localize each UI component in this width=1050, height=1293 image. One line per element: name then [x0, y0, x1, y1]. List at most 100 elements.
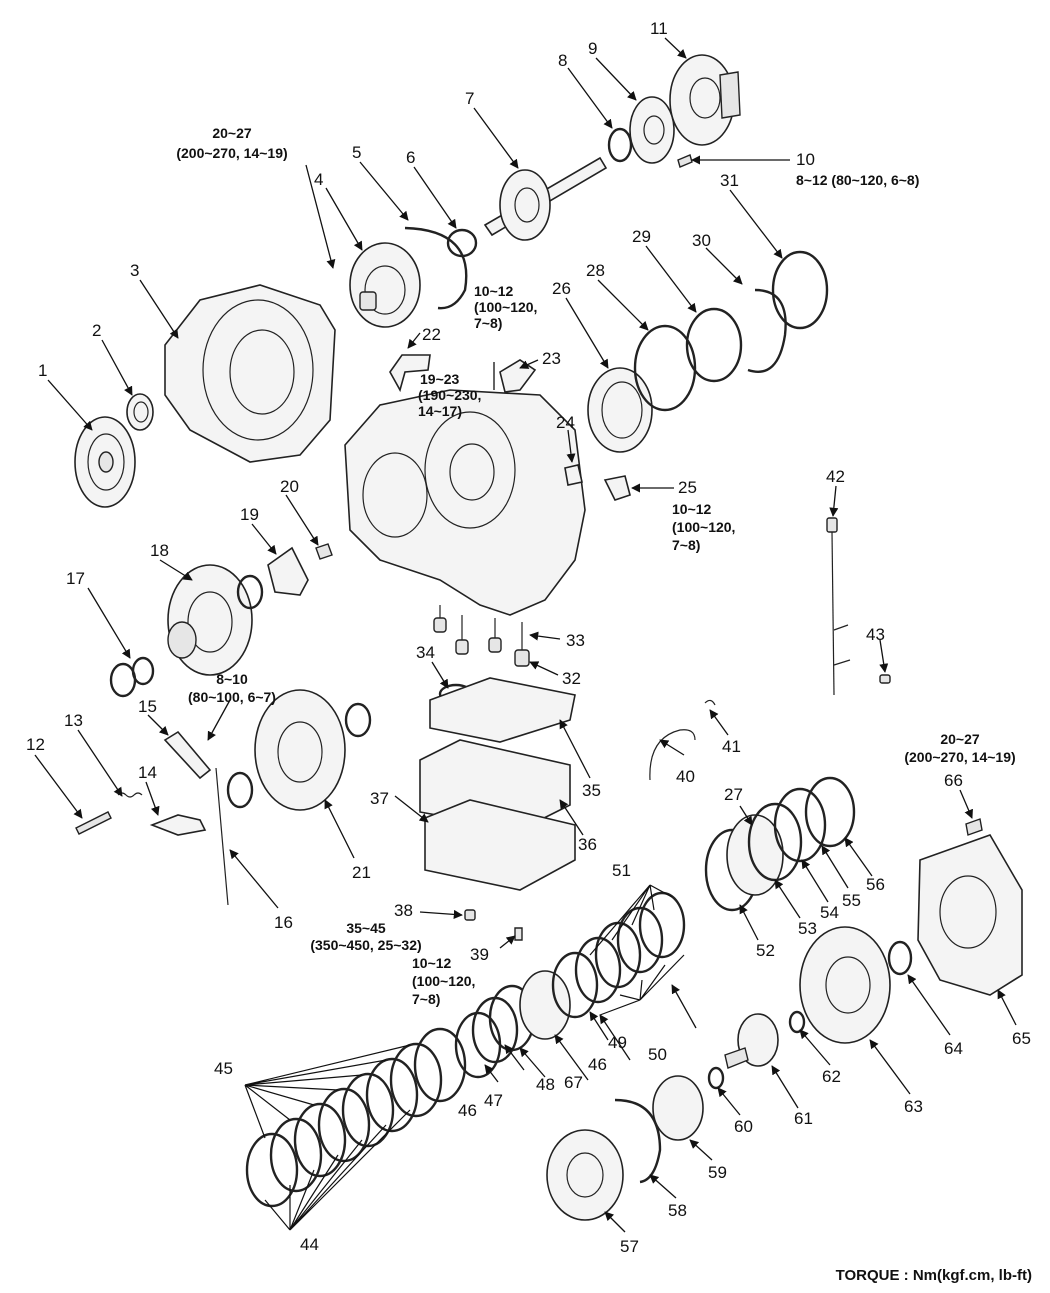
- label-58: 58: [668, 1201, 687, 1220]
- label-52: 52: [756, 941, 775, 960]
- part-32-33-drawing: [433, 605, 530, 667]
- label-40: 40: [676, 767, 695, 786]
- part-58-drawing: [614, 1098, 662, 1184]
- torque-units-footer: TORQUE : Nm(kgf.cm, lb-ft): [836, 1267, 1032, 1284]
- label-16: 16: [274, 913, 293, 932]
- label-6: 6: [406, 148, 415, 167]
- torque-10: 8~12 (80~120, 6~8): [796, 172, 919, 188]
- label-22: 22: [422, 325, 441, 344]
- part-10-drawing: [677, 154, 693, 168]
- part-63-drawing: [799, 926, 891, 1044]
- label-29: 29: [632, 227, 651, 246]
- label-57: 57: [620, 1237, 639, 1256]
- label-48: 48: [536, 1075, 555, 1094]
- part-35-drawing: [429, 677, 576, 743]
- label-62: 62: [822, 1067, 841, 1086]
- label-45: 45: [214, 1059, 233, 1078]
- label-17: 17: [66, 569, 85, 588]
- torque-15-line1: 8~10: [216, 671, 248, 687]
- torque-39-line3: 7~8): [412, 991, 440, 1007]
- torque-38-line2: (350~450, 25~32): [310, 937, 421, 953]
- label-51: 51: [612, 861, 631, 880]
- label-2: 2: [92, 321, 101, 340]
- part-20-drawing: [315, 543, 333, 560]
- label-14: 14: [138, 763, 157, 782]
- label-46-upper: 46: [588, 1055, 607, 1074]
- label-20: 20: [280, 477, 299, 496]
- torque-23-line1: 19~23: [420, 371, 460, 387]
- part-8-drawing: [607, 127, 633, 163]
- label-8: 8: [558, 51, 567, 70]
- part-number-labels: 1 2 3 4 5 6 7 8 9 10 11 12 13 14 15 16 1…: [26, 19, 1031, 1256]
- torque-66-line2: (200~270, 14~19): [904, 749, 1015, 765]
- part-42-drawing: [826, 517, 851, 696]
- label-19: 19: [240, 505, 259, 524]
- part-60-drawing: [707, 1066, 725, 1090]
- label-54: 54: [820, 903, 839, 922]
- torque-23-line3: 14~17): [418, 403, 462, 419]
- part-24-drawing: [564, 464, 583, 486]
- torque-5-line2: (100~120,: [474, 299, 537, 315]
- label-66: 66: [944, 771, 963, 790]
- label-35: 35: [582, 781, 601, 800]
- label-4: 4: [314, 170, 323, 189]
- label-9: 9: [588, 39, 597, 58]
- torque-specs: 20~27 (200~270, 14~19) 10~12 (100~120, 7…: [176, 125, 1015, 1007]
- part-25-drawing: [603, 475, 631, 501]
- label-46-lower: 46: [458, 1101, 477, 1120]
- label-43: 43: [866, 625, 885, 644]
- part-52-56-drawing: [704, 776, 856, 912]
- part-3-drawing: [164, 284, 336, 463]
- part-31-drawing: [771, 250, 829, 330]
- clutch-pack-brackets: [244, 884, 685, 1231]
- part-21-drawing: [226, 689, 372, 811]
- torque-25-line2: (100~120,: [672, 519, 735, 535]
- torque-15-line2: (80~100, 6~7): [188, 689, 276, 705]
- part-2-drawing: [126, 393, 154, 431]
- label-26: 26: [552, 279, 571, 298]
- label-61: 61: [794, 1109, 813, 1128]
- part-65-drawing: [917, 834, 1023, 996]
- torque-25-line1: 10~12: [672, 501, 712, 517]
- label-56: 56: [866, 875, 885, 894]
- part-7-drawing: [483, 156, 608, 241]
- transaxle-case-drawing: [344, 389, 586, 616]
- part-37-drawing: [424, 799, 576, 891]
- label-10: 10: [796, 150, 815, 169]
- torque-39-line1: 10~12: [412, 955, 452, 971]
- label-30: 30: [692, 231, 711, 250]
- label-37: 37: [370, 789, 389, 808]
- part-11-drawing: [669, 54, 741, 146]
- part-43-drawing: [879, 674, 891, 684]
- part-drawings: [74, 54, 1023, 1221]
- part-28-drawing: [633, 324, 697, 412]
- label-59: 59: [708, 1163, 727, 1182]
- part-17-drawing: [109, 656, 155, 698]
- label-27: 27: [724, 785, 743, 804]
- label-34: 34: [416, 643, 435, 662]
- label-38: 38: [394, 901, 413, 920]
- label-25: 25: [678, 478, 697, 497]
- part-23-drawing: [499, 359, 537, 393]
- part-9-drawing: [629, 96, 675, 164]
- label-42: 42: [826, 467, 845, 486]
- label-23: 23: [542, 349, 561, 368]
- part-39-drawing: [514, 927, 523, 941]
- label-67: 67: [564, 1073, 583, 1092]
- part-29-drawing: [685, 307, 743, 383]
- part-26-drawing: [587, 367, 653, 453]
- torque-5-line3: 7~8): [474, 315, 502, 331]
- label-65: 65: [1012, 1029, 1031, 1048]
- label-11: 11: [650, 19, 668, 38]
- label-12: 12: [26, 735, 45, 754]
- label-21: 21: [352, 863, 371, 882]
- label-24: 24: [556, 413, 575, 432]
- label-41: 41: [722, 737, 741, 756]
- label-64: 64: [944, 1039, 963, 1058]
- part-14-drawing: [149, 814, 207, 836]
- label-39: 39: [470, 945, 489, 964]
- part-4-drawing: [349, 242, 421, 328]
- label-15: 15: [138, 697, 157, 716]
- part-5-drawing: [404, 226, 468, 310]
